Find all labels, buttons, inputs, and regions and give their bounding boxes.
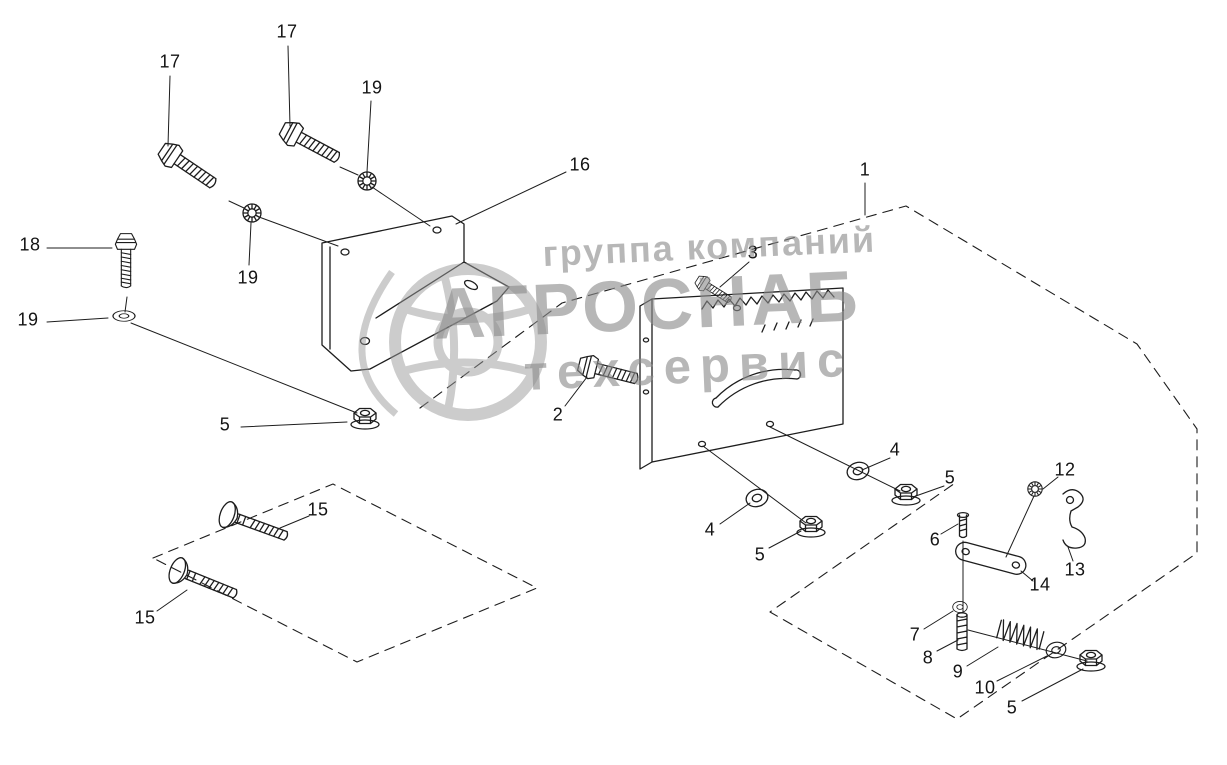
part-callout: 8	[922, 647, 934, 668]
hex-bolt-18	[114, 233, 138, 289]
hex-bolt-2	[575, 352, 642, 392]
flange-nut-5-a	[350, 407, 380, 430]
part-callout: 4	[889, 439, 901, 460]
part-callout: 9	[952, 661, 964, 682]
part-callout: 3	[747, 242, 759, 263]
part-callout: 17	[159, 51, 181, 72]
part-callout: 15	[307, 499, 329, 520]
flange-nut-5-c	[796, 515, 826, 538]
lock-washer-19-top	[357, 171, 377, 191]
watermark-gear-logo	[358, 263, 547, 421]
assembly-axis-lines	[124, 166, 1088, 662]
adjuster-plate	[639, 287, 844, 470]
part-callout: 19	[361, 77, 383, 98]
part-callout: 16	[569, 154, 591, 175]
hex-bolt-17-left	[154, 137, 223, 196]
part-callout: 19	[237, 267, 259, 288]
flat-washer-4-right	[844, 459, 872, 483]
part-callout: 19	[17, 309, 39, 330]
flange-nut-5-b	[891, 483, 921, 506]
hex-bolt-17-right	[275, 116, 345, 170]
part-callout: 5	[944, 467, 956, 488]
lock-washer-12	[1027, 481, 1043, 497]
part-callout: 6	[929, 529, 941, 550]
assembly-boundary-dashes	[152, 205, 1198, 720]
part-callout: 1	[859, 159, 871, 180]
link-plate-14	[955, 541, 1027, 575]
flat-washer-19-bottom	[112, 310, 136, 322]
part-callout: 18	[19, 234, 41, 255]
part-callout: 2	[552, 404, 564, 425]
flat-washer-7	[952, 600, 968, 614]
part-callout: 12	[1054, 459, 1076, 480]
part-callout: 5	[219, 414, 231, 435]
hex-bolt-3	[692, 272, 735, 308]
part-callout: 10	[974, 677, 996, 698]
screw-8	[956, 612, 968, 652]
carriage-bolt-15-lower	[165, 554, 243, 608]
lock-washer-19-mid	[242, 203, 262, 223]
part-callout: 17	[276, 21, 298, 42]
part-callout: 5	[754, 544, 766, 565]
screw-6	[956, 511, 970, 539]
flat-washer-4-left	[743, 486, 771, 510]
flat-washer-10	[1043, 639, 1069, 661]
part-callout: 15	[134, 607, 156, 628]
part-callout: 14	[1029, 574, 1051, 595]
spring-clip-13	[1062, 489, 1086, 549]
callout-leader-lines	[46, 45, 1084, 702]
carriage-bolt-15-upper	[215, 498, 293, 550]
part-callout: 4	[704, 519, 716, 540]
part-callout: 5	[1006, 697, 1018, 718]
flange-nut-5-d	[1076, 649, 1106, 672]
spring-9	[995, 618, 1045, 651]
part-callout: 13	[1064, 559, 1086, 580]
part-callout: 7	[909, 624, 921, 645]
